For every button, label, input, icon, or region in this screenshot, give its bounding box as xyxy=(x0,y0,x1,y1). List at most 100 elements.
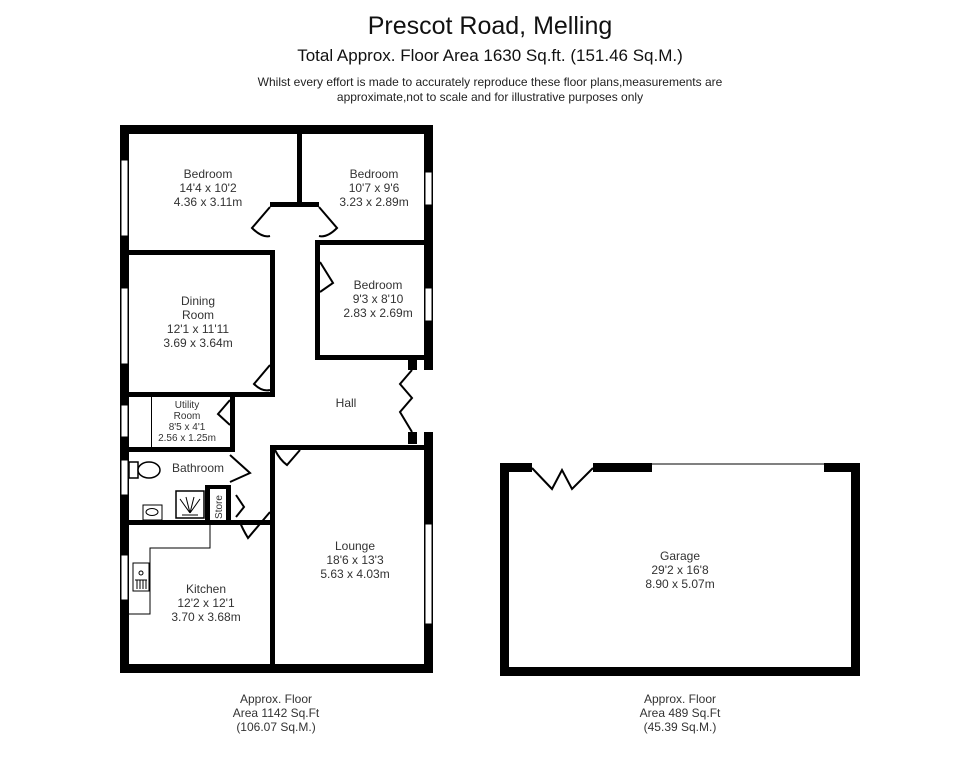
svg-text:8'5 x 4'1: 8'5 x 4'1 xyxy=(169,422,206,433)
svg-text:3.69 x 3.64m: 3.69 x 3.64m xyxy=(163,336,232,350)
garage-plan: Garage 29'2 x 16'8 8.90 x 5.07m Approx. … xyxy=(500,463,860,734)
wall xyxy=(151,397,152,447)
wall xyxy=(270,445,430,450)
window xyxy=(120,554,129,601)
svg-text:(106.07 Sq.M.): (106.07 Sq.M.) xyxy=(236,720,315,734)
door xyxy=(250,206,271,238)
wall-left xyxy=(120,125,129,672)
room-kitchen: Kitchen 12'2 x 12'1 3.70 x 3.68m xyxy=(171,582,240,624)
svg-text:14'4 x 10'2: 14'4 x 10'2 xyxy=(179,181,237,195)
kitchen-worktop xyxy=(129,525,211,615)
room-bedroom-3: Bedroom 9'3 x 8'10 2.83 x 2.69m xyxy=(343,278,412,320)
room-garage: Garage 29'2 x 16'8 8.90 x 5.07m xyxy=(645,549,714,591)
double-door xyxy=(398,369,414,433)
house-plan: Bedroom 14'4 x 10'2 4.36 x 3.11m Bedroom… xyxy=(120,125,433,734)
wall xyxy=(205,485,231,489)
wall-top xyxy=(120,125,433,134)
room-bedroom-2: Bedroom 10'7 x 9'6 3.23 x 2.89m xyxy=(339,167,408,209)
wall xyxy=(408,432,417,444)
wall xyxy=(270,250,275,395)
wall-bottom xyxy=(120,664,433,673)
svg-text:Store: Store xyxy=(214,495,225,519)
wall-bottom xyxy=(500,667,860,676)
svg-text:4.36 x 3.11m: 4.36 x 3.11m xyxy=(174,195,242,209)
wall xyxy=(129,447,234,452)
disclaimer: Whilst every effort is made to accuratel… xyxy=(0,75,980,105)
svg-text:12'1 x 11'11: 12'1 x 11'11 xyxy=(167,322,230,336)
room-lounge: Lounge 18'6 x 13'3 5.63 x 4.03m xyxy=(320,539,389,581)
disclaimer-line-2: approximate,not to scale and for illustr… xyxy=(336,90,644,104)
wall xyxy=(297,130,302,205)
room-utility: Utility Room 8'5 x 4'1 2.56 x 1.25m xyxy=(158,400,216,444)
room-store: Store xyxy=(214,495,225,519)
door xyxy=(235,494,246,518)
svg-text:Approx. Floor: Approx. Floor xyxy=(644,692,716,706)
wall xyxy=(270,202,319,207)
svg-text:Bedroom: Bedroom xyxy=(354,278,403,292)
wall xyxy=(205,487,210,523)
door xyxy=(239,511,271,540)
svg-text:Area 1142 Sq.Ft: Area 1142 Sq.Ft xyxy=(233,706,320,720)
svg-text:3.23 x 2.89m: 3.23 x 2.89m xyxy=(339,195,408,209)
door xyxy=(319,261,335,293)
room-hall: Hall xyxy=(336,396,357,410)
garage-floor-area: Approx. Floor Area 489 Sq.Ft (45.39 Sq.M… xyxy=(640,692,721,734)
door xyxy=(229,454,252,483)
wall xyxy=(129,250,275,255)
svg-text:8.90 x 5.07m: 8.90 x 5.07m xyxy=(645,577,714,591)
svg-text:18'6 x 13'3: 18'6 x 13'3 xyxy=(326,553,384,567)
svg-text:Bedroom: Bedroom xyxy=(350,167,399,181)
room-dining-room: Dining Room 12'1 x 11'11 3.69 x 3.64m xyxy=(163,294,232,350)
svg-text:2.83 x 2.69m: 2.83 x 2.69m xyxy=(343,306,412,320)
window xyxy=(424,171,433,206)
svg-text:9'3 x 8'10: 9'3 x 8'10 xyxy=(353,292,404,306)
toilet-icon xyxy=(128,461,161,479)
svg-text:Bathroom: Bathroom xyxy=(172,461,224,475)
wall xyxy=(315,245,320,360)
wall xyxy=(270,445,275,670)
wall-right xyxy=(851,463,860,676)
shower-icon xyxy=(175,490,205,519)
wall xyxy=(315,240,427,245)
wall-top-segment xyxy=(500,463,532,472)
window xyxy=(120,459,129,496)
svg-text:Lounge: Lounge xyxy=(335,539,375,553)
basin-icon xyxy=(142,504,163,521)
svg-text:Approx. Floor: Approx. Floor xyxy=(240,692,312,706)
svg-text:10'7 x 9'6: 10'7 x 9'6 xyxy=(349,181,400,195)
door xyxy=(274,449,301,467)
svg-text:Room: Room xyxy=(182,308,214,322)
house-floor-area: Approx. Floor Area 1142 Sq.Ft (106.07 Sq… xyxy=(233,692,320,734)
door xyxy=(252,364,271,392)
door xyxy=(216,399,231,426)
room-bedroom-1: Bedroom 14'4 x 10'2 4.36 x 3.11m xyxy=(174,167,242,209)
svg-text:Area 489 Sq.Ft: Area 489 Sq.Ft xyxy=(640,706,721,720)
wall xyxy=(226,487,231,523)
svg-text:Garage: Garage xyxy=(660,549,700,563)
window xyxy=(120,287,129,365)
wall-right-upper xyxy=(424,125,433,370)
svg-text:Room: Room xyxy=(174,411,201,422)
svg-text:(45.39 Sq.M.): (45.39 Sq.M.) xyxy=(644,720,717,734)
svg-text:2.56 x 1.25m: 2.56 x 1.25m xyxy=(158,433,216,444)
svg-text:5.63 x 4.03m: 5.63 x 4.03m xyxy=(320,567,389,581)
svg-text:Utility: Utility xyxy=(175,400,199,411)
sink-icon xyxy=(132,562,150,592)
svg-text:3.70 x 3.68m: 3.70 x 3.68m xyxy=(171,610,240,624)
svg-text:Dining: Dining xyxy=(181,294,215,308)
page-title: Prescot Road, Melling xyxy=(367,12,613,40)
double-door xyxy=(531,467,594,491)
window xyxy=(120,404,129,438)
window xyxy=(424,287,433,322)
svg-text:29'2 x 16'8: 29'2 x 16'8 xyxy=(651,563,709,577)
wall xyxy=(129,392,275,397)
room-bathroom: Bathroom xyxy=(172,461,224,475)
svg-text:Bedroom: Bedroom xyxy=(184,167,233,181)
wall xyxy=(230,397,235,452)
svg-text:Kitchen: Kitchen xyxy=(186,582,226,596)
wall xyxy=(408,360,417,370)
wall xyxy=(129,520,274,525)
door xyxy=(318,206,339,238)
wall-left xyxy=(500,463,509,676)
